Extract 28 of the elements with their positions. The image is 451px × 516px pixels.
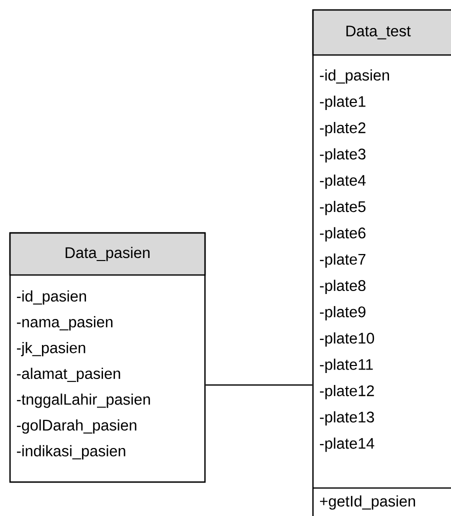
attribute: -plate11 (320, 358, 373, 373)
attribute: -plate7 (320, 253, 366, 268)
attribute: -plate6 (320, 227, 366, 242)
attribute: -jk_pasien (16, 342, 86, 356)
association-line (206, 384, 312, 386)
attribute: -plate8 (320, 280, 366, 294)
attribute: -plate10 (320, 332, 374, 347)
attribute: -alamat_pasien (16, 368, 120, 382)
attribute: -id_pasien (320, 69, 389, 84)
method: +getId_pasien (320, 495, 416, 510)
attribute: -nama_pasien (16, 316, 112, 330)
class-name: Data_pasien (66, 246, 150, 262)
attribute: -plate4 (320, 174, 366, 189)
attribute: -plate14 (320, 438, 374, 452)
class-name: Data_test (346, 26, 411, 40)
attribute: -plate3 (320, 148, 366, 163)
attribute: -plate9 (320, 306, 366, 320)
attribute: -plate2 (320, 122, 366, 136)
attribute: -plate5 (320, 200, 366, 216)
attribute: -plate1 (320, 96, 366, 110)
attribute: -indikasi_pasien (16, 445, 126, 460)
class-box (312, 9, 451, 516)
class-box (9, 232, 206, 483)
attribute: -golDarah_pasien (16, 419, 136, 434)
attribute: -plate13 (320, 411, 374, 426)
attribute: -plate12 (320, 384, 374, 400)
attribute: -id_pasien (16, 290, 86, 305)
attribute: -tnggalLahir_pasien (16, 394, 150, 408)
